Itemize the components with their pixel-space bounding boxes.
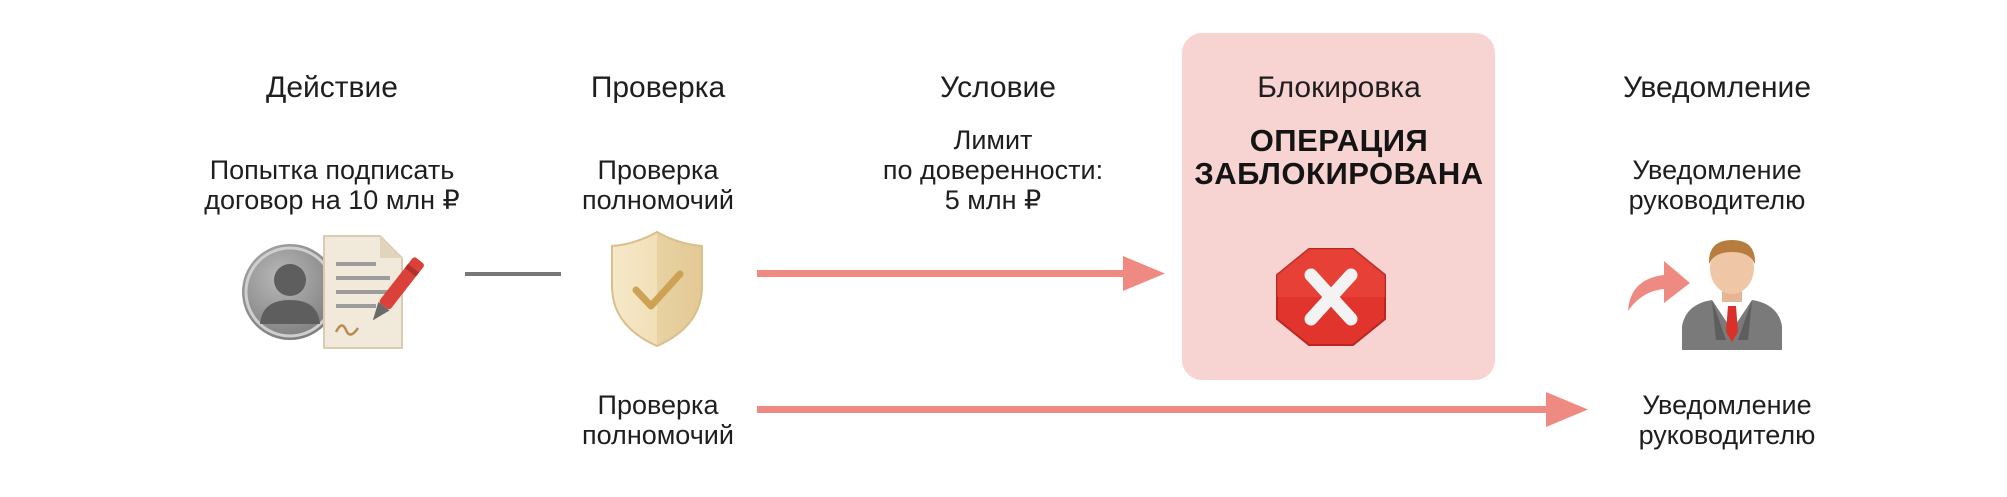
bottom-notify-description: Уведомление руководителю — [1638, 390, 1816, 450]
signed-document-icon — [323, 235, 403, 349]
pen-icon — [372, 257, 424, 321]
connector-line — [465, 272, 561, 276]
condition-description: Лимит по доверенности: 5 млн ₽ — [882, 125, 1104, 215]
notify-column-title: Уведомление — [1622, 71, 1811, 104]
blocked-status-text: ОПЕРАЦИЯ ЗАБЛОКИРОВАНА — [1194, 123, 1484, 191]
arrow-to-block — [757, 256, 1165, 291]
stop-sign-x-icon — [1276, 248, 1386, 346]
block-column-title: Блокировка — [1257, 71, 1421, 104]
forward-arrow-icon — [1628, 261, 1690, 311]
shield-check-icon — [611, 230, 703, 348]
notify-description: Уведомление руководителю — [1628, 155, 1806, 215]
check-column-title: Проверка — [590, 71, 726, 104]
condition-column-title: Условие — [940, 71, 1056, 104]
bottom-check-description: Проверка полномочий — [582, 390, 734, 450]
action-description: Попытка подписать договор на 10 млн ₽ — [204, 155, 460, 215]
manager-person-icon — [1682, 240, 1782, 350]
check-description: Проверка полномочий — [582, 155, 734, 215]
arrow-to-notification — [757, 392, 1588, 427]
action-column-title: Действие — [266, 71, 398, 104]
